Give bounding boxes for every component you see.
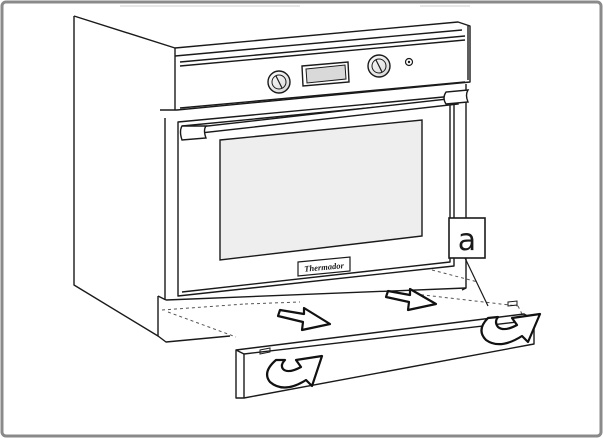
brand-label: Thermador — [304, 260, 345, 273]
brand-plate: Thermador — [297, 256, 351, 277]
push-arrow-center-icon — [384, 287, 438, 312]
callout-label: a — [458, 223, 476, 258]
kickplate-dashed-outline — [161, 269, 523, 338]
display-screen — [301, 61, 350, 87]
rotate-arrow-left-icon — [265, 354, 324, 389]
oven-window — [219, 119, 423, 261]
oven-cabinet — [73, 15, 471, 343]
indicator-light-icon — [404, 57, 414, 67]
right-knob-icon — [367, 54, 391, 78]
control-panel — [179, 35, 466, 109]
callout-a: a — [448, 217, 489, 307]
door-handle — [179, 89, 470, 141]
left-knob-icon — [267, 70, 291, 94]
oven-door — [177, 95, 455, 297]
kickplate-clip-left — [259, 347, 271, 355]
rotate-arrow-right-icon — [480, 312, 542, 346]
kickplate-clip-right — [507, 300, 518, 307]
push-arrow-left-icon — [276, 306, 332, 332]
